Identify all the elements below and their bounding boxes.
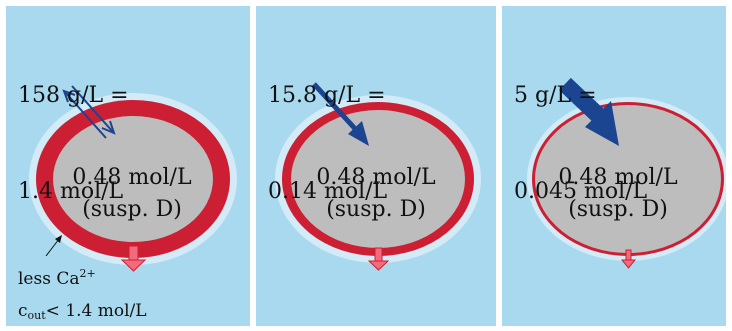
panel-1-outside-gpl: 158 g/L = [18, 80, 129, 112]
panel-3-inside-concentration: 0.48 mol/L (susp. D) [506, 162, 726, 226]
panel-1: 158 g/L = 1.4 mol/L 0.48 mol/L (susp. D)… [6, 6, 250, 326]
panel-3-inside-molarity: 0.48 mol/L [506, 162, 726, 194]
panel-2-inside-molarity: 0.48 mol/L [256, 162, 496, 194]
panel-1-inside-label: (susp. D) [10, 194, 250, 226]
calcium-note: less Ca2+ [18, 258, 147, 295]
panel-3: 5 g/L = 0.045 mol/L 0.48 mol/L (susp. D) [502, 6, 726, 326]
panel-1-inside-concentration: 0.48 mol/L (susp. D) [10, 162, 250, 226]
panel-3-inside-label: (susp. D) [506, 194, 726, 226]
panel-1-inside-molarity: 0.48 mol/L [10, 162, 250, 194]
panel-2-inside-label: (susp. D) [256, 194, 496, 226]
panel-3-outside-gpl: 5 g/L = [514, 80, 647, 112]
panel-1-annotation: less Ca2+ cout< 1.4 mol/L [18, 258, 147, 326]
panel-2-outside-gpl: 15.8 g/L = [268, 80, 387, 112]
outside-concentration-note: cout< 1.4 mol/L [18, 295, 147, 326]
panel-1-outside-concentration: 158 g/L = 1.4 mol/L [18, 16, 129, 272]
panel-2: 15.8 g/L = 0.14 mol/L 0.48 mol/L (susp. … [256, 6, 496, 326]
panel-2-inside-concentration: 0.48 mol/L (susp. D) [256, 162, 496, 226]
panel-3-outside-concentration: 5 g/L = 0.045 mol/L [514, 16, 647, 272]
panel-2-outside-concentration: 15.8 g/L = 0.14 mol/L [268, 16, 387, 272]
